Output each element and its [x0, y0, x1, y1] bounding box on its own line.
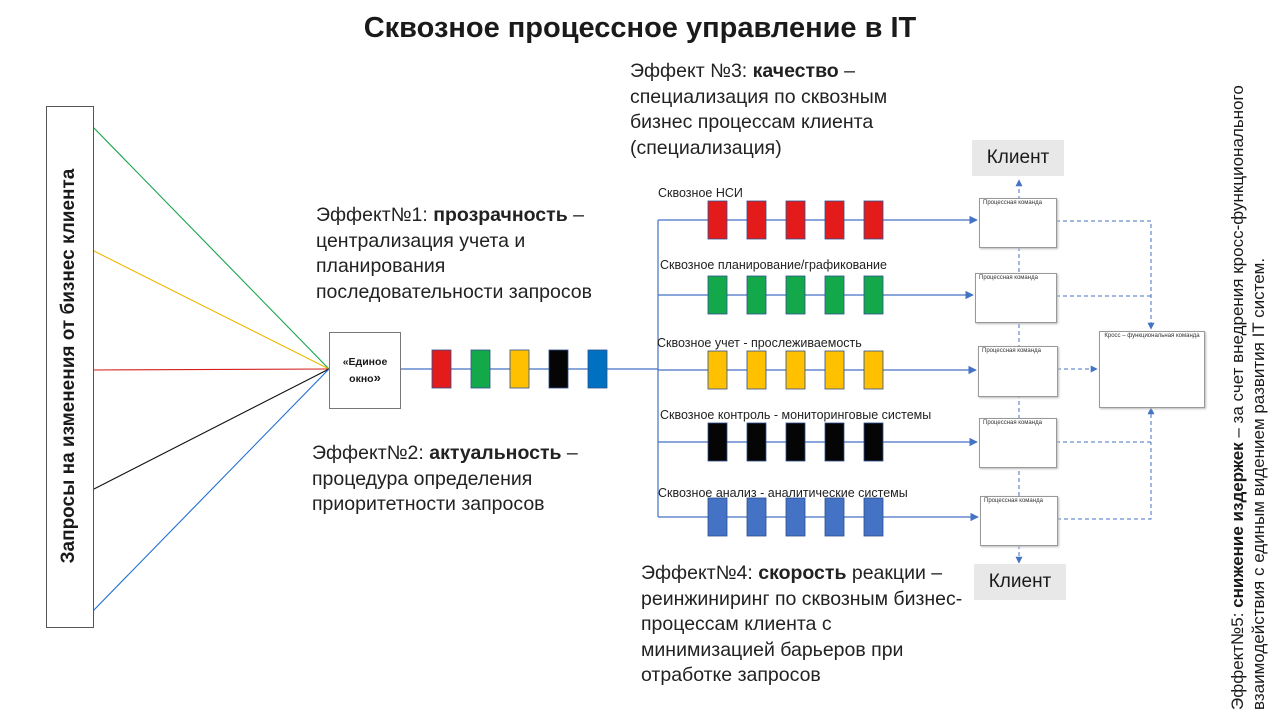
- effect-1-bold: прозрачность: [433, 204, 568, 226]
- requests-box: [46, 106, 94, 628]
- lane-block: [707, 497, 728, 537]
- lane-block: [863, 497, 884, 537]
- cross-functional-team: Кросс – функциональная команда: [1099, 331, 1205, 408]
- effect-1-text: – централизация учета и планирования пос…: [316, 204, 592, 303]
- single-window-box: «Единое окно»: [329, 332, 401, 409]
- effect-4-prefix: Эффект№4:: [641, 562, 759, 584]
- lane-block: [785, 350, 806, 390]
- page-title: Сквозное процессное управление в IT: [363, 12, 917, 44]
- process-team-5-label: Процессная команда: [984, 498, 1043, 504]
- effect-2-text: – процедура определения приоритетности з…: [312, 442, 578, 515]
- arrow-yellow: [91, 249, 330, 370]
- lane-block: [746, 350, 767, 390]
- effect-3: Эффект №3: качество – специализация по с…: [630, 59, 930, 161]
- lane-block: [824, 200, 845, 240]
- effect-5-prefix: Эффект№5:: [1228, 607, 1247, 710]
- process-team-1-label: Процессная команда: [983, 200, 1042, 206]
- effect-5-bold: снижение издержек: [1228, 442, 1247, 608]
- arrow-green: [91, 125, 330, 370]
- client-bottom: Клиент: [974, 564, 1066, 600]
- lane-block: [707, 275, 728, 315]
- process-team-5: Процессная команда: [980, 496, 1058, 546]
- team-4-to-cross-arrow: [1056, 407, 1155, 443]
- lane-block: [824, 422, 845, 462]
- lane-block: [785, 422, 806, 462]
- lane-block: [746, 200, 767, 240]
- process-team-2: Процессная команда: [975, 273, 1057, 323]
- lane-block: [824, 350, 845, 390]
- process-team-4-label: Процессная команда: [983, 420, 1042, 426]
- lane-block: [863, 350, 884, 390]
- arrow-black: [91, 368, 330, 491]
- process-team-1: Процессная команда: [979, 198, 1057, 248]
- single-window-close: окно: [349, 373, 374, 385]
- effect-4-text: реакции – реинжиниринг по сквозным бизне…: [641, 562, 963, 686]
- lane-block: [824, 497, 845, 537]
- cross-functional-team-label: Кросс – функциональная команда: [1104, 333, 1200, 339]
- arrow-blue: [91, 368, 330, 613]
- arrow-red: [91, 368, 330, 371]
- lane-label-monitoring: Сквозное контроль - мониторинговые систе…: [660, 408, 932, 422]
- lane-block: [707, 350, 728, 390]
- effect-4: Эффект№4: скорость реакции – реинжинирин…: [641, 561, 966, 689]
- queue-block: [587, 349, 608, 389]
- effect-2: Эффект№2: актуальность – процедура опред…: [312, 441, 612, 518]
- effect-3-text: – специализация по сквозным бизнес проце…: [630, 60, 888, 159]
- lane-block: [785, 200, 806, 240]
- lane-block: [824, 275, 845, 315]
- lane-block: [746, 275, 767, 315]
- client-top: Клиент: [972, 140, 1064, 176]
- queue-block: [548, 349, 569, 389]
- team-5-to-cross-link: [1057, 442, 1152, 520]
- effect-1-prefix: Эффект№1:: [316, 204, 434, 226]
- effect-4-bold: скорость: [758, 562, 847, 584]
- lane-block: [785, 275, 806, 315]
- effect-3-bold: качество: [752, 60, 839, 82]
- single-window-quote: »: [373, 370, 381, 385]
- lane-block: [863, 422, 884, 462]
- requests-label: Запросы на изменения от бизнес клиента: [58, 168, 79, 564]
- effect-1: Эффект№1: прозрачность – централизация у…: [316, 203, 636, 305]
- lane-label-nsi: Сквозное НСИ: [658, 186, 743, 200]
- process-team-4: Процессная команда: [979, 418, 1057, 468]
- lane-label-analytics: Сквозное анализ - аналитические системы: [658, 486, 908, 500]
- lane-block: [863, 275, 884, 315]
- process-team-3-label: Процессная команда: [982, 348, 1041, 354]
- effect-2-bold: актуальность: [429, 442, 562, 464]
- queue-block: [509, 349, 530, 389]
- lane-label-planning: Сквозное планирование/графикование: [660, 258, 887, 272]
- process-team-3: Процессная команда: [978, 346, 1058, 397]
- process-team-2-label: Процессная команда: [979, 275, 1038, 281]
- lane-block: [863, 200, 884, 240]
- lane-block: [746, 497, 767, 537]
- queue-block: [470, 349, 491, 389]
- lane-label-tracking: Сквозное учет - прослеживаемость: [657, 336, 862, 350]
- team-1-to-cross-arrow: [1056, 220, 1155, 330]
- effect-2-prefix: Эффект№2:: [312, 442, 430, 464]
- lane-block: [707, 200, 728, 240]
- effect-5: Эффект№5: снижение издержек – за счет вн…: [1227, 50, 1269, 710]
- lane-block: [707, 422, 728, 462]
- queue-block: [431, 349, 452, 389]
- single-window-open: «Единое: [342, 356, 388, 368]
- lane-block: [746, 422, 767, 462]
- effect-3-prefix: Эффект №3:: [630, 60, 753, 82]
- lane-block: [785, 497, 806, 537]
